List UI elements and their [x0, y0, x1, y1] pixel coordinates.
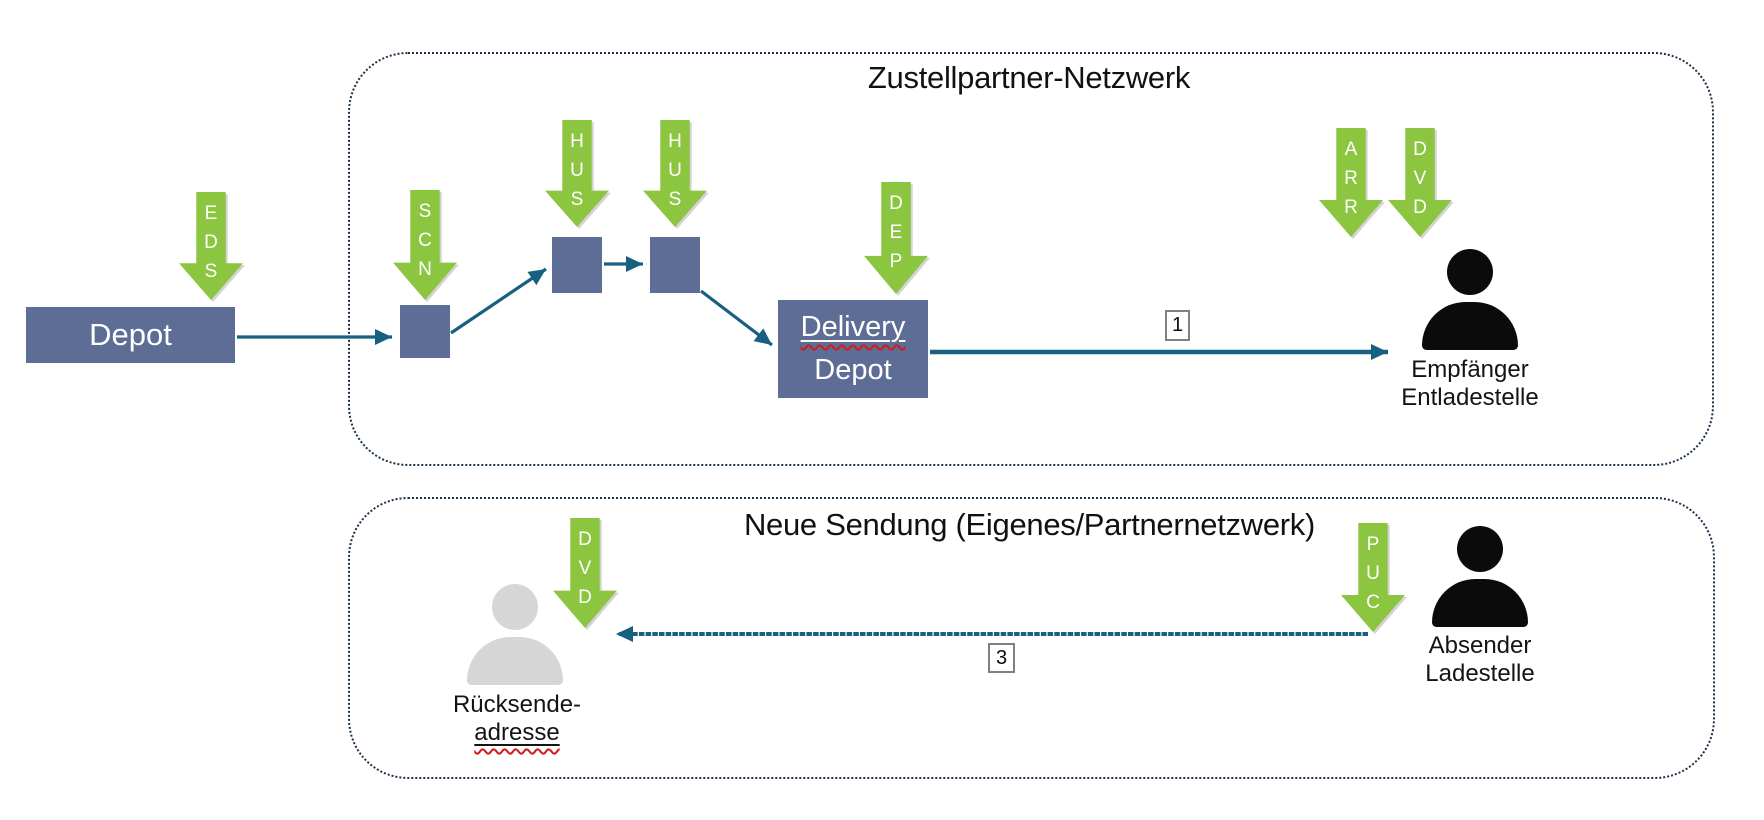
- event-arrow-dvd-bottom: D V D: [553, 518, 617, 628]
- neue-sendung-container: [348, 497, 1715, 779]
- return-address-person-head: [492, 584, 538, 630]
- sender-label-line2: Ladestelle: [1425, 660, 1535, 687]
- event-arrow-scn: S C N: [393, 190, 457, 300]
- scn-hub-node: [400, 305, 450, 358]
- event-arrow-hus-1: H U S: [545, 120, 609, 227]
- event-arrow-dep: D E P: [864, 182, 928, 294]
- sender-person-body: [1432, 579, 1528, 627]
- zustellpartner-network-title: Zustellpartner-Netzwerk: [867, 60, 1191, 95]
- return-address-label-line2: adresse: [474, 719, 560, 746]
- event-arrow-dvd-top: D V D: [1388, 128, 1452, 237]
- hus-hub-node-1: [552, 237, 602, 293]
- receiver-person-head: [1447, 249, 1493, 295]
- hus-hub-node-2: [650, 237, 700, 293]
- return-address-label-line1: Rücksende-: [452, 691, 582, 718]
- dep-arrow-label: D E P: [889, 193, 903, 272]
- receiver-label-line1: Empfänger: [1411, 356, 1529, 383]
- flow-step-label-1: 1: [1165, 310, 1190, 341]
- scn-arrow-label: S C N: [418, 201, 432, 280]
- hus-arrow-label-2: H U S: [668, 131, 682, 210]
- depot-node-label: Depot: [89, 317, 172, 352]
- eds-arrow-label: E D S: [204, 203, 218, 282]
- delivery-depot-node: Delivery Depot: [778, 300, 928, 398]
- receiver-label: Empfänger Entladestelle: [1360, 356, 1580, 412]
- hus-arrow-label-1: H U S: [570, 131, 584, 210]
- return-address-person-body: [467, 637, 563, 685]
- return-address-person-icon: [467, 584, 563, 685]
- event-arrow-arr: A R R: [1319, 128, 1383, 237]
- return-address-label: Rücksende- adresse: [407, 691, 627, 747]
- delivery-depot-line1: Delivery: [800, 311, 906, 343]
- receiver-label-line2: Entladestelle: [1401, 384, 1539, 411]
- dvd-arrow-label-bottom: D V D: [578, 529, 592, 608]
- event-arrow-eds: E D S: [179, 192, 243, 300]
- delivery-depot-line2: Depot: [814, 354, 892, 386]
- neue-sendung-title: Neue Sendung (Eigenes/Partnernetzwerk): [743, 507, 1316, 542]
- depot-node: Depot: [26, 307, 235, 363]
- sender-person-head: [1457, 526, 1503, 572]
- return-address-label-line2-squiggle: adresse: [407, 719, 627, 747]
- event-arrow-hus-2: H U S: [643, 120, 707, 227]
- flow-step-label-3: 3: [988, 643, 1015, 673]
- zustellpartner-network-container: [348, 52, 1714, 466]
- dvd-arrow-label-top: D V D: [1413, 139, 1427, 218]
- arr-arrow-label: A R R: [1344, 139, 1358, 218]
- sender-label-line1: Absender: [1428, 632, 1532, 659]
- sender-person-icon: [1432, 526, 1528, 627]
- receiver-person-body: [1422, 302, 1518, 350]
- puc-arrow-label: P U C: [1366, 534, 1380, 613]
- delivery-depot-line1-squiggle: Delivery: [801, 306, 906, 349]
- receiver-person-icon: [1422, 249, 1518, 350]
- sender-label: Absender Ladestelle: [1370, 632, 1590, 688]
- event-arrow-puc: P U C: [1341, 523, 1405, 632]
